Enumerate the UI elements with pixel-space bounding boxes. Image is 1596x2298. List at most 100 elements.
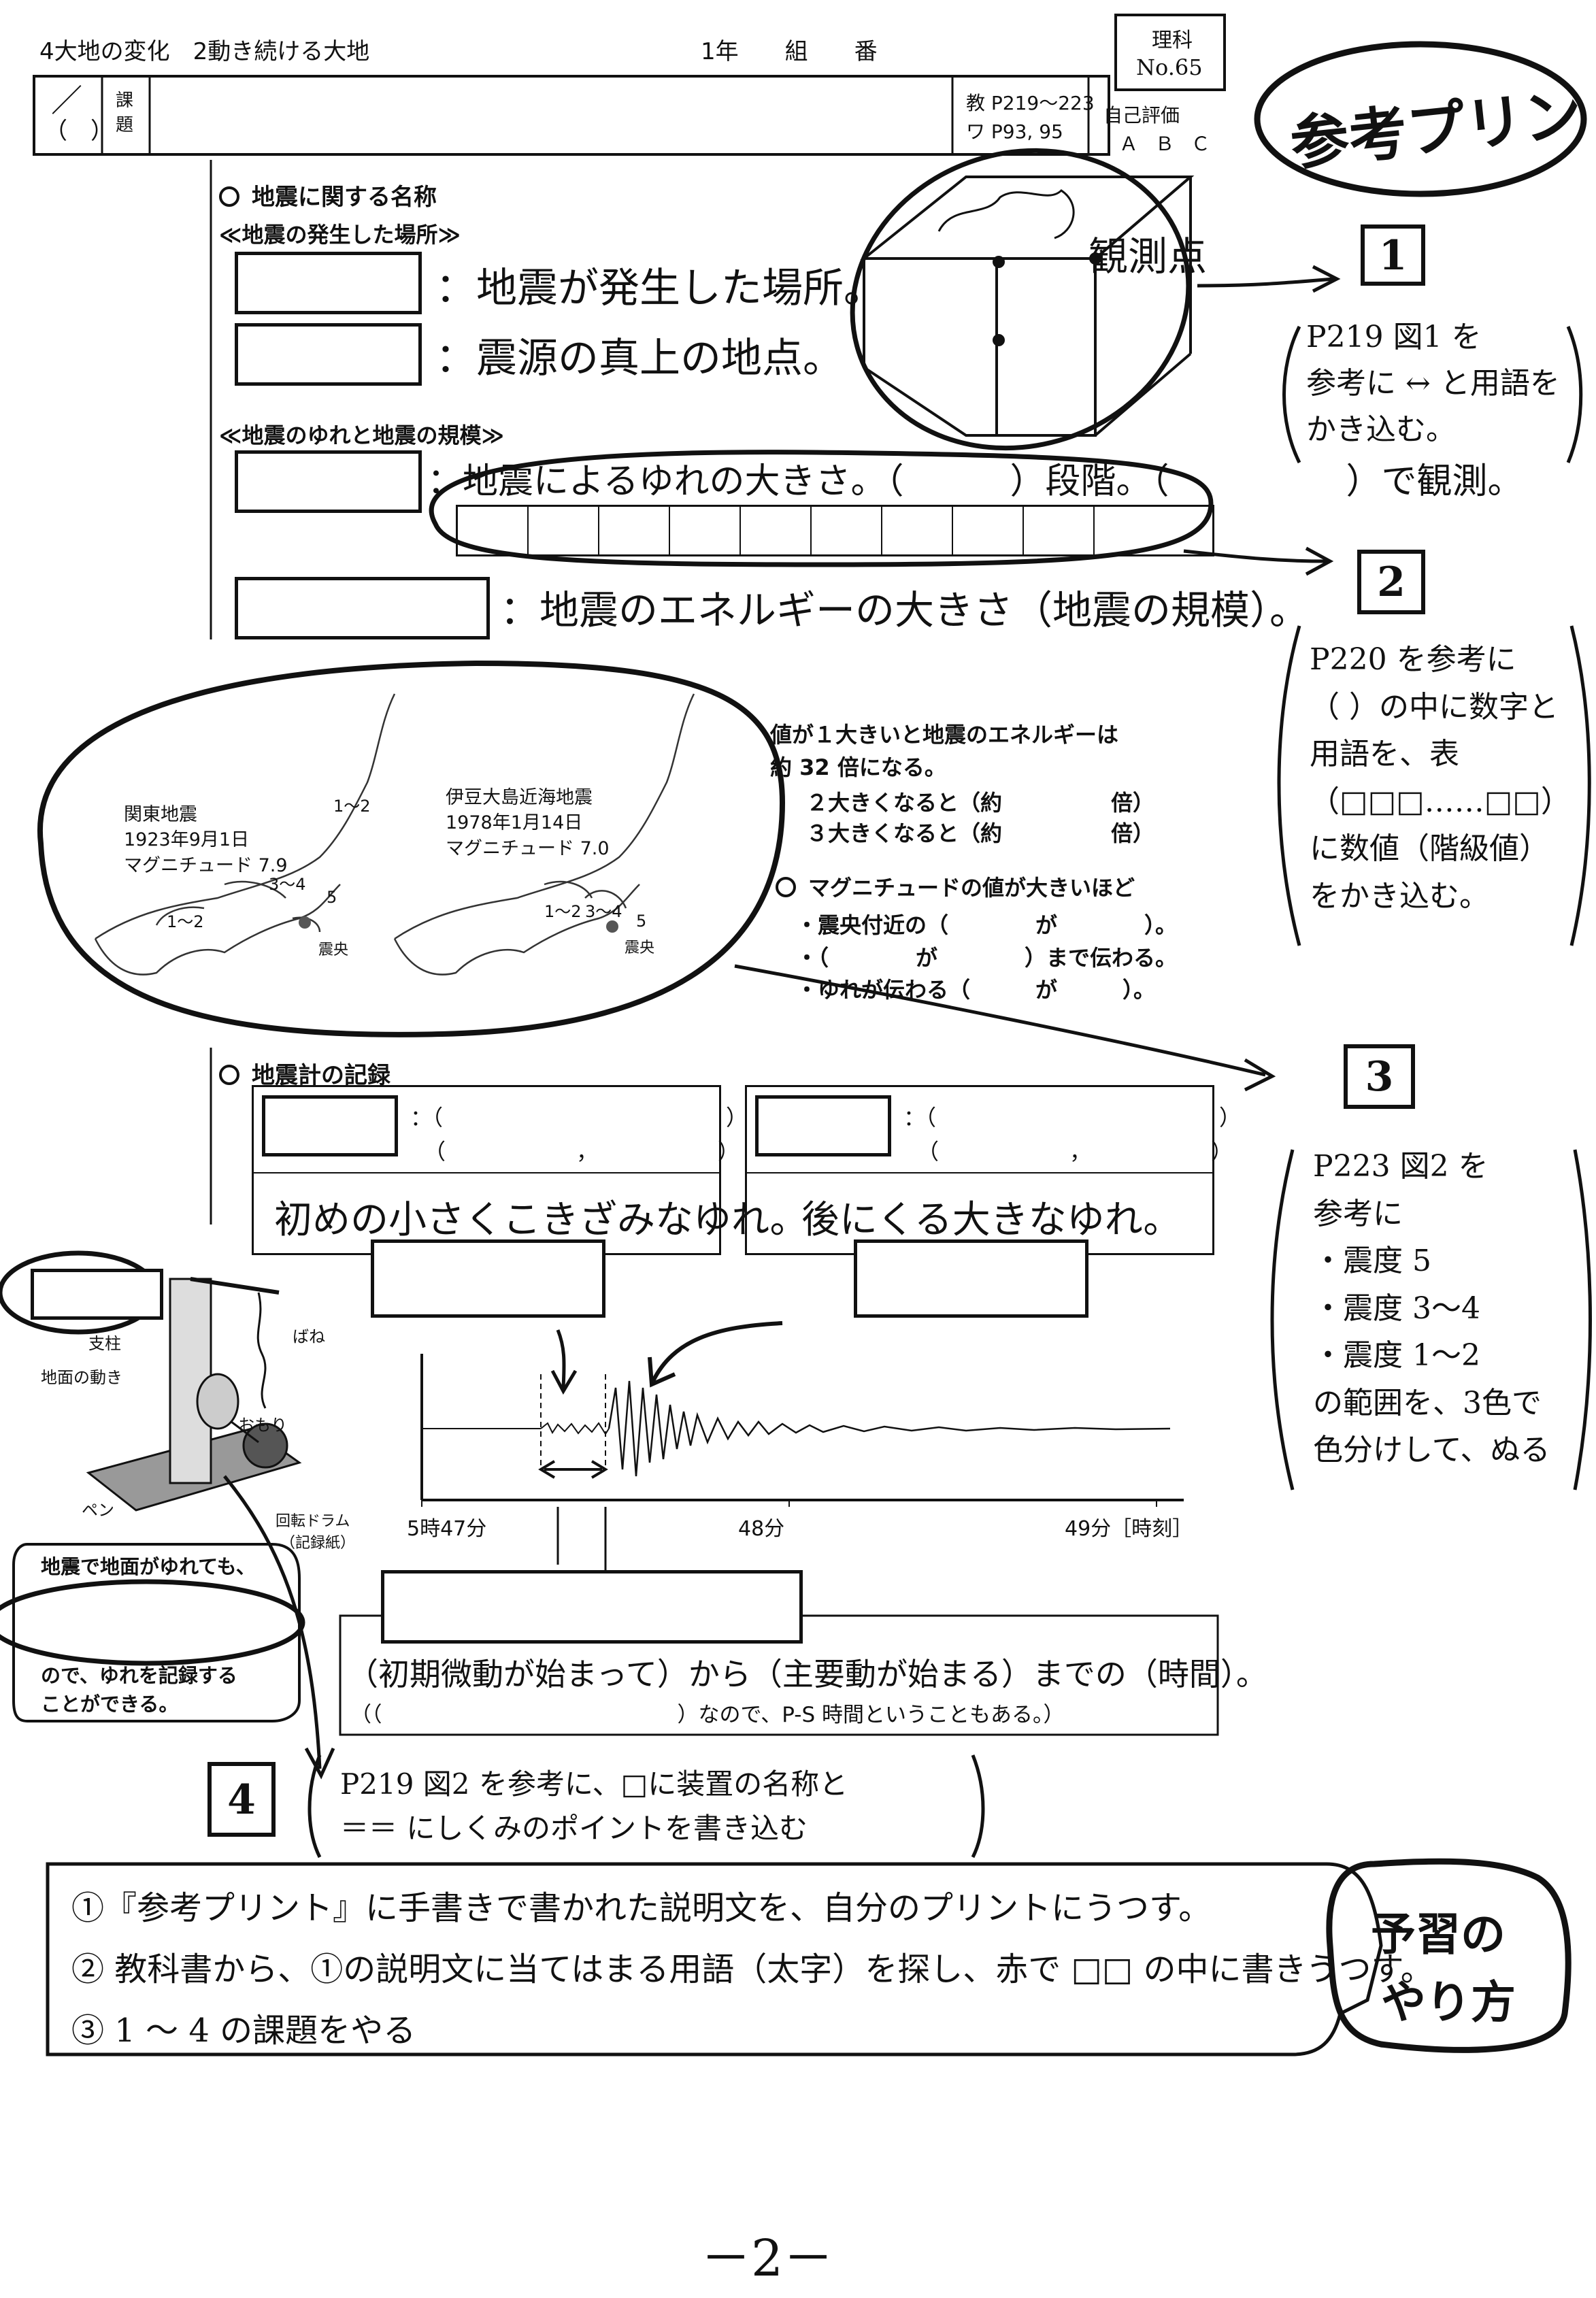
circle-bullet-icon: [219, 186, 239, 207]
s-wave-card: ：（ ） （ ， ） 後にくる大きなゆれ。: [745, 1085, 1241, 1255]
def-intensity: ：地震によるゆれの大きさ。（ ）段階。（ ）で観測。: [427, 461, 1523, 502]
howto-step-2: ② 教科書から、①の説明文に当てはまる用語（太字）を探し、赤で □□ の中に書き…: [71, 1950, 1433, 1988]
circle-bullet-icon: [219, 1065, 239, 1085]
map1-label-12b: 1～2: [167, 912, 204, 931]
task-note-4: P219 図2 を参考に、□に装置の名称と ＝＝ にしくみのポイントを書き込む: [340, 1767, 848, 1846]
task-tag-4: 4: [207, 1762, 276, 1837]
quake2-name: 伊豆大島近海地震: [446, 787, 593, 808]
device-weight-label: おもり: [238, 1416, 287, 1435]
answer-box-s-wave[interactable]: [755, 1095, 891, 1156]
task-tag-3: 3: [1344, 1044, 1415, 1109]
scale-cell[interactable]: [599, 507, 670, 556]
p-wave-card: ：（ ） （ ， ） 初めの小さくこきざみなゆれ。: [252, 1085, 808, 1255]
answer-box-ps-time[interactable]: [381, 1570, 803, 1644]
device-pen-label: ペン: [82, 1501, 114, 1520]
subheading-location: ≪地震の発生した場所≫: [219, 222, 461, 248]
device-paper-label: （記録紙）: [280, 1535, 356, 1552]
howto-step-1: ①『参考プリント』に手書きで書かれた説明文を、自分のプリントにうつす。: [71, 1889, 1212, 1927]
mag-effects-title: マグニチュードの値が大きいほど: [776, 871, 1135, 902]
howto-step-3: ③ 1 ～ 4 の課題をやる: [71, 2012, 416, 2050]
answer-box-p-wave[interactable]: [262, 1095, 398, 1156]
task-tag-2: 2: [1357, 550, 1425, 614]
device-note-3: ことができる。: [41, 1693, 179, 1716]
seismogram-chart: [420, 1321, 1184, 1571]
self-eval-options[interactable]: Ａ Ｂ Ｃ: [1119, 133, 1216, 155]
scale-cell[interactable]: [1024, 507, 1095, 556]
seismograph-device: [86, 1277, 302, 1512]
unit-title: 4大地の変化 2動き続ける大地: [39, 38, 370, 65]
answer-box-s-wave-name[interactable]: [854, 1239, 1088, 1318]
task-tag-1: 1: [1361, 224, 1425, 286]
class-info: 1年 組 番: [701, 38, 878, 65]
japan-map-right: [393, 693, 695, 976]
scale-cell[interactable]: [882, 507, 953, 556]
section-title-names: 地震に関する名称: [219, 178, 437, 212]
device-note-2: ので、ゆれを記録する: [41, 1664, 237, 1687]
s-wave-line2: （ ， ）: [917, 1139, 1233, 1165]
answer-box-intensity[interactable]: [235, 450, 422, 513]
scale-cell[interactable]: [1095, 507, 1165, 556]
answer-box-hypocenter[interactable]: [235, 252, 422, 314]
howto-badge-line1: 予習の: [1371, 1908, 1506, 1961]
quake2-mag: マグニチュード 7.0: [446, 838, 610, 859]
observation-point-label: 観測点: [1088, 233, 1208, 280]
mag-effect-3: ・ゆれが伝わる（ が ）。: [796, 977, 1156, 1003]
kadai-field[interactable]: [153, 80, 949, 151]
task-note-1: P219 図1 を 参考に ↔ と用語を かき込む。: [1306, 320, 1560, 448]
quake1-name: 関東地震: [124, 804, 197, 825]
mag-effects-title-text: マグニチュードの値が大きいほど: [808, 875, 1135, 901]
howto-badge-line2: やり方: [1381, 1976, 1516, 2029]
device-note-blank[interactable]: [27, 1592, 265, 1653]
answer-box-device[interactable]: [31, 1269, 163, 1320]
device-ground-label: 地面の動き: [41, 1368, 122, 1387]
scale-cell[interactable]: [812, 507, 882, 556]
axis-label-start: 5時47分: [407, 1517, 487, 1541]
circle-bullet-icon: [776, 877, 796, 897]
date-mark: ／: [51, 82, 82, 119]
scale-cell[interactable]: [529, 507, 599, 556]
divider: [747, 1172, 1212, 1173]
kadai-label: 課 題: [116, 90, 134, 136]
scale-cell[interactable]: [458, 507, 529, 556]
divider: [254, 1172, 719, 1173]
textbook-ref: 教 P219～223: [966, 92, 1095, 114]
scale-cell[interactable]: [741, 507, 812, 556]
task-note-3: P223 図2 を 参考に ・震度 5 ・震度 3～4 ・震度 1～2 の範囲を…: [1313, 1149, 1550, 1468]
def-hypocenter: ：地震が発生した場所。: [435, 265, 884, 312]
p-wave-description: 初めの小さくこきざみなゆれ。: [274, 1198, 808, 1242]
map1-label-34: 3～4: [269, 875, 306, 894]
mag-effect-1: ・震央付近の（ が ）。: [796, 912, 1178, 938]
epicenter-block-diagram: [860, 176, 1195, 437]
stamp-oval: [1254, 41, 1587, 197]
date-paren: （ ）: [44, 118, 114, 145]
device-drum-label: 回転ドラム: [276, 1513, 350, 1530]
mag-energy-line2: 約 32 倍になる。: [770, 754, 946, 780]
answer-box-magnitude[interactable]: [235, 577, 490, 639]
section-title-seismograph: 地震計の記録: [219, 1056, 390, 1090]
page-number: －2－: [701, 2229, 834, 2288]
intensity-scale-row[interactable]: [456, 505, 1214, 556]
map2-epicenter-label: 震央: [625, 939, 655, 956]
map1-epicenter-label: 震央: [318, 942, 349, 959]
def-epicenter: ：震源の真上の地点。: [435, 335, 844, 382]
map2-label-5: 5: [636, 912, 647, 931]
answer-box-epicenter[interactable]: [235, 323, 422, 386]
quake2-date: 1978年1月14日: [446, 812, 583, 833]
map2-label-34: 3～4: [585, 902, 622, 921]
answer-box-p-wave-name[interactable]: [371, 1239, 605, 1318]
quake1-mag: マグニチュード 7.9: [124, 855, 288, 876]
scale-cell[interactable]: [953, 507, 1024, 556]
scale-cell[interactable]: [670, 507, 741, 556]
map2-label-12: 1～2: [544, 902, 582, 921]
def-magnitude: ：地震のエネルギーの大きさ（地震の規模）。: [500, 587, 1310, 633]
ps-time-line1: （初期微動が始まって）から（主要動が始まる）までの（時間）。: [347, 1656, 1267, 1693]
mag-energy-line1: 値が１大きいと地震のエネルギーは: [770, 722, 1119, 748]
ps-time-line2: （（ ）なので、P-S 時間ということもある。）: [350, 1703, 1065, 1727]
axis-label-end: 49分［時刻］: [1065, 1517, 1193, 1541]
mag-energy-line3: ２大きくなると（約 倍）: [806, 790, 1155, 816]
s-wave-line1: ：（ ）: [903, 1105, 1242, 1131]
axis-label-mid: 48分: [738, 1517, 785, 1541]
device-spring-label: ばね: [293, 1327, 325, 1346]
subject-label: 理科: [1152, 29, 1193, 52]
map1-label-12: 1～2: [333, 797, 371, 816]
